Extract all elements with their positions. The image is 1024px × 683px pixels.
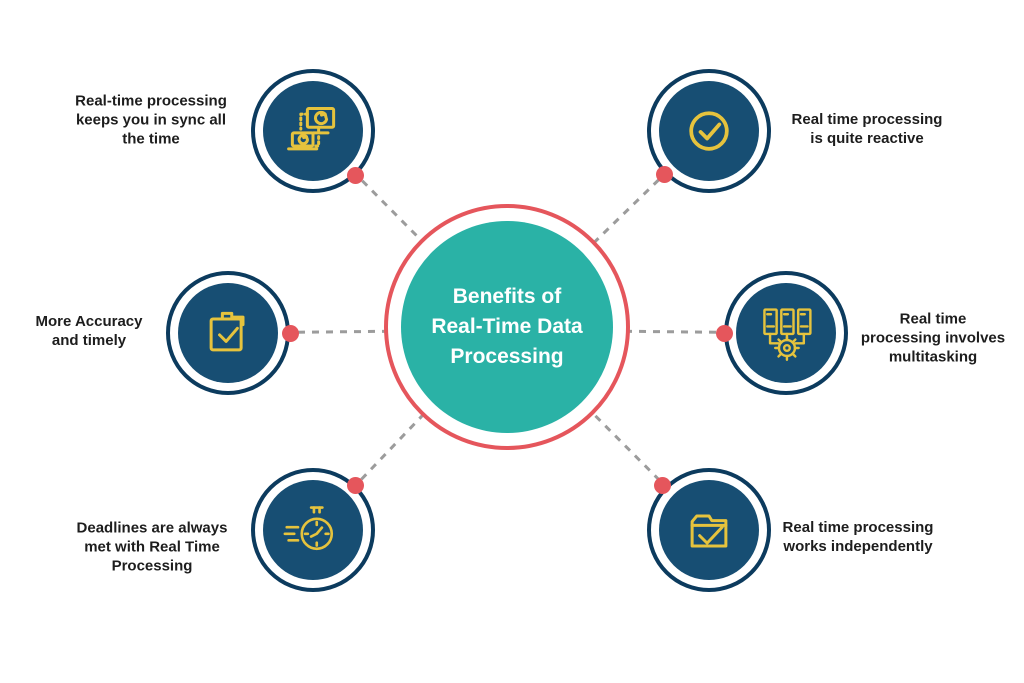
label-multitasking: Real time processing involves multitaski… [861,310,1005,367]
node-independent [647,468,771,592]
dot-mid-right [716,325,733,342]
node-sync [251,69,375,193]
label-sync: Real-time processing keeps you in sync a… [75,92,227,149]
node-sync-circle [263,81,363,181]
label-deadlines-line1: Deadlines are always [76,519,228,537]
node-accuracy-circle [178,283,278,383]
label-accuracy-line1: More Accuracy [35,313,143,330]
label-reactive-line2: is quite reactive [810,130,924,147]
node-multitasking-circle [736,283,836,383]
label-multitasking-line3: multitasking [888,348,978,366]
dot-top-left [347,167,364,184]
label-sync-line1: Real-time processing [75,92,227,110]
stopwatch-icon [283,506,334,551]
label-independent: Real time processing works independently [783,518,934,556]
label-independent-line2: works independently [783,538,933,555]
label-sync-line3: the time [122,130,180,148]
node-reactive-circle [659,81,759,181]
check-circle-icon [689,111,729,151]
label-deadlines-line2: met with Real Time [84,538,220,556]
dot-top-right [656,166,673,183]
label-deadlines-line3: Processing [111,557,193,575]
label-accuracy-line2: and timely [51,332,127,349]
center-title-line3: Processing [450,345,564,368]
center-title-line2: Real-Time Data [431,315,583,338]
node-reactive [647,69,771,193]
devices-sync-icon [287,107,336,151]
label-sync-line2: keeps you in sync all [75,111,227,129]
center-title: Benefits of Real-Time Data Processing [401,221,613,433]
label-accuracy: More Accuracy and timely [36,312,143,350]
label-deadlines: Deadlines are always met with Real Time … [77,519,228,576]
label-multitasking-line2: processing involves [860,329,1006,347]
center-circle: Benefits of Real-Time Data Processing [384,204,630,450]
servers-gear-icon [763,308,812,361]
center-title-line1: Benefits of [452,285,562,308]
clipboard-check-icon [209,311,245,352]
folder-check-icon [690,514,728,548]
node-independent-circle [659,480,759,580]
label-independent-line1: Real time processing [782,519,934,536]
node-deadlines [251,468,375,592]
dot-mid-left [282,325,299,342]
label-multitasking-line1: Real time [899,310,967,328]
dot-bottom-left [347,477,364,494]
node-accuracy [166,271,290,395]
node-multitasking [724,271,848,395]
node-deadlines-circle [263,480,363,580]
label-reactive-line1: Real time processing [791,111,943,128]
dot-bottom-right [654,477,671,494]
label-reactive: Real time processing is quite reactive [792,110,943,148]
